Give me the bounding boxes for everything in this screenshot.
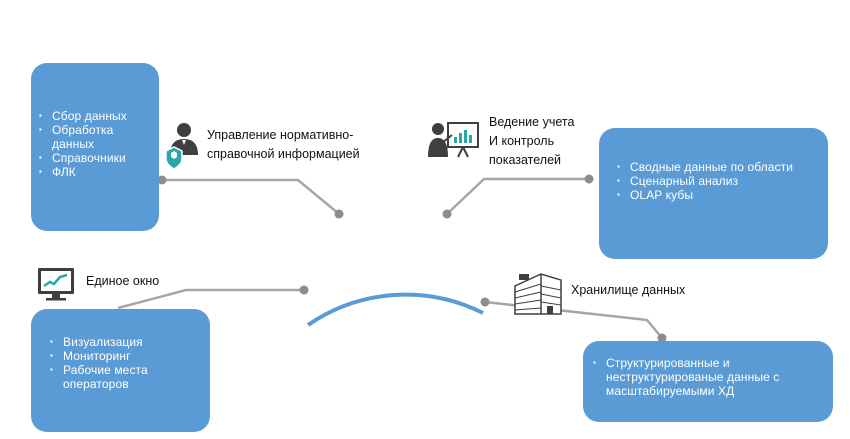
box-left-bottom: Визуализация Мониторинг Рабочие места оп… — [31, 309, 210, 432]
admin-user-shield-icon — [165, 123, 198, 170]
label-line: И контроль — [489, 134, 555, 148]
label-line: Управление нормативно- — [207, 128, 354, 142]
central-arc — [306, 292, 484, 327]
connector-left-top — [160, 178, 340, 215]
list-item: Сбор данных — [37, 109, 155, 123]
list-right-bottom: Структурированные и неструктурированые д… — [591, 356, 827, 398]
connector-right-top — [446, 177, 589, 215]
label-left-top: Управление нормативно- справочной информ… — [207, 126, 360, 164]
box-left-top: Сбор данных Обработка данных Справочники… — [31, 63, 159, 231]
list-left-bottom: Визуализация Мониторинг Рабочие места оп… — [48, 335, 206, 391]
box-right-top: Сводные данные по области Сценарный анал… — [599, 128, 828, 259]
list-item: Обработка данных — [37, 123, 155, 151]
list-right-top: Сводные данные по области Сценарный анал… — [615, 160, 822, 202]
connector-left-bottom — [117, 288, 304, 310]
list-item: Справочники — [37, 151, 155, 165]
presenter-chart-icon — [428, 122, 479, 158]
list-item: OLAP кубы — [615, 188, 822, 202]
node-right-top — [442, 209, 452, 219]
node-box-right-bottom — [657, 333, 667, 343]
node-left-bottom — [299, 285, 309, 295]
list-item: ФЛК — [37, 165, 155, 179]
list-left-top: Сбор данных Обработка данных Справочники… — [37, 109, 155, 179]
list-item: Сценарный анализ — [615, 174, 822, 188]
list-item: Визуализация — [48, 335, 206, 349]
node-box-right-top — [584, 174, 594, 184]
connector-right-bottom — [484, 300, 663, 339]
label-right-bottom: Хранилище данных — [571, 283, 686, 297]
list-item: Рабочие места операторов — [48, 363, 173, 391]
label-line: показателей — [489, 153, 562, 167]
label-line: Ведение учета — [489, 115, 575, 129]
list-item: Сводные данные по области — [615, 160, 822, 174]
label-right-top: Ведение учета И контроль показателей — [489, 113, 574, 170]
label-line: справочной информацией — [207, 147, 360, 161]
node-box-left-top — [157, 175, 167, 185]
monitor-chart-icon — [38, 268, 74, 301]
list-item: Структурированные и неструктурированые д… — [591, 356, 816, 398]
list-item: Мониторинг — [48, 349, 206, 363]
node-left-top — [334, 209, 344, 219]
box-right-bottom: Структурированные и неструктурированые д… — [583, 341, 833, 422]
label-left-bottom: Единое окно — [86, 274, 160, 288]
node-right-bottom — [480, 297, 490, 307]
data-warehouse-building-icon — [514, 273, 562, 315]
